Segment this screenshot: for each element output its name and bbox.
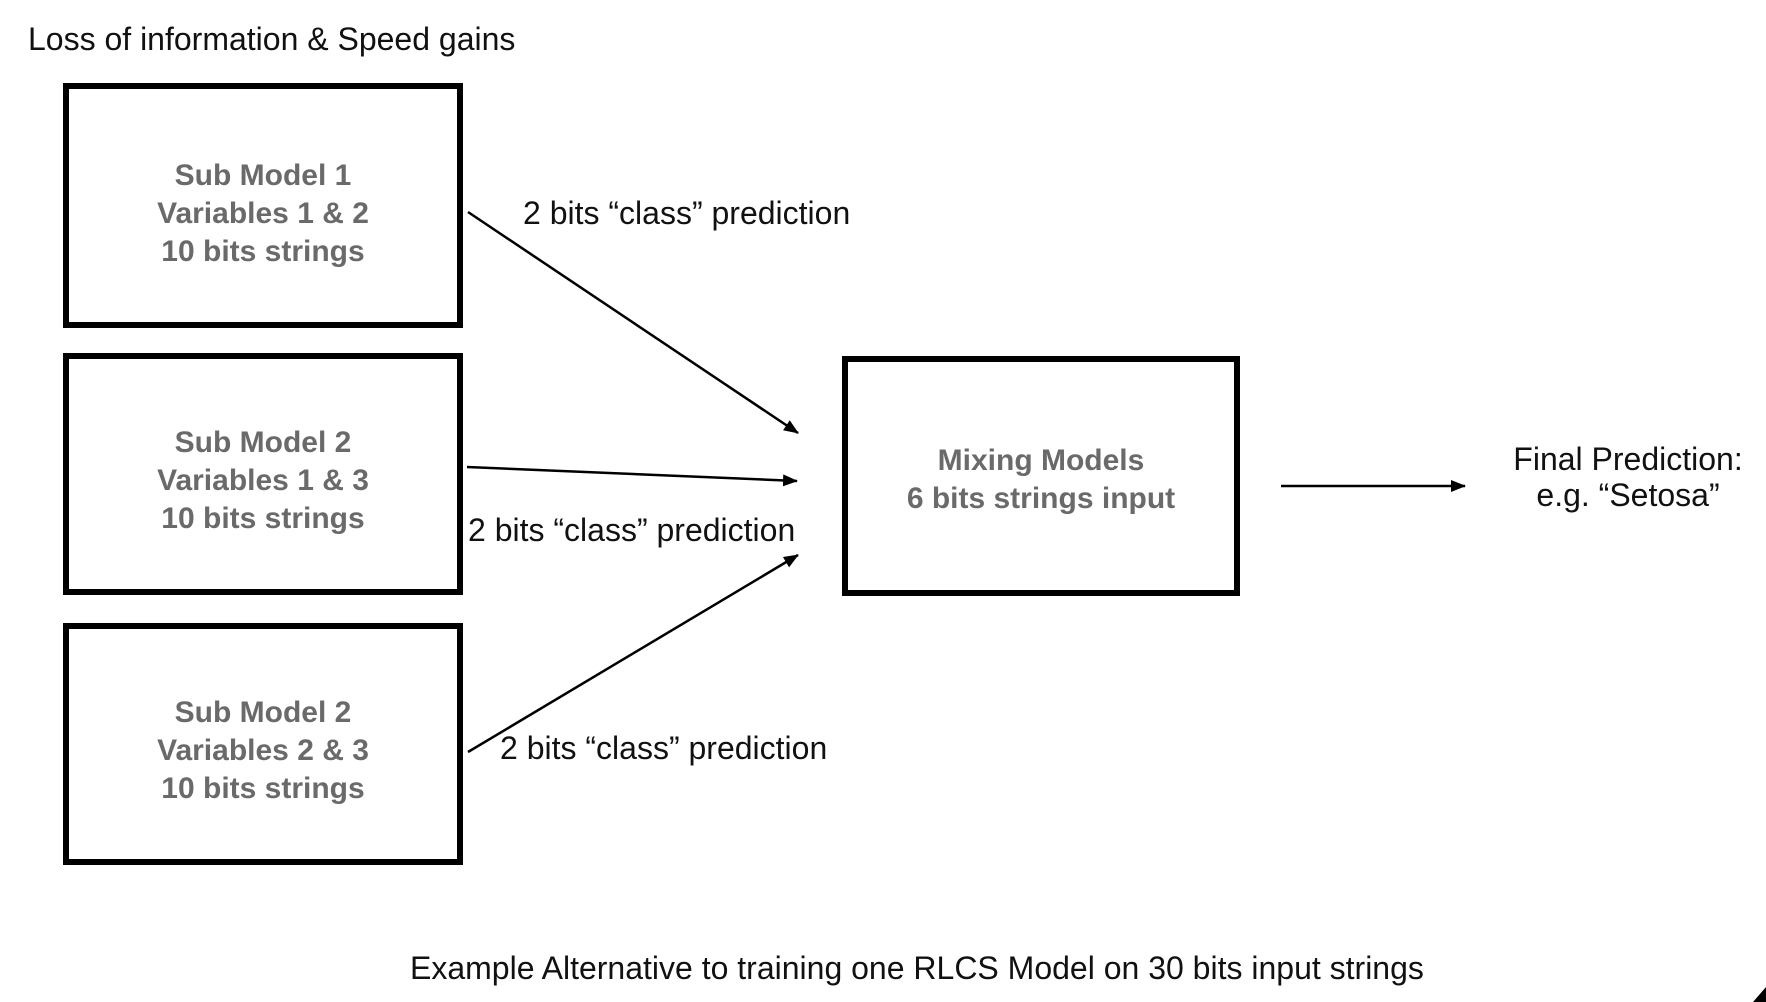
box-sub-model-2-line-1: Sub Model 2 [174,426,352,459]
box-sub-model-3-line-2: Variables 2 & 3 [157,734,369,767]
box-sub-model-3-line-1: Sub Model 2 [174,696,352,729]
box-mixing-models-line-2: 6 bits strings input [906,482,1176,515]
arrow-label-bottom: 2 bits “class” prediction [500,730,828,766]
box-sub-model-1: Sub Model 1 Variables 1 & 2 10 bits stri… [63,83,463,328]
arrow-submodel1-to-mixing [467,210,799,435]
final-prediction-line-1: Final Prediction: [1513,441,1743,477]
mouse-cursor-icon [1753,987,1766,1002]
box-sub-model-1-line-3: 10 bits strings [161,234,365,268]
box-sub-model-2: Sub Model 2 Variables 1 & 3 10 bits stri… [63,353,463,595]
arrow-label-middle: 2 bits “class” prediction [468,512,796,548]
arrow-label-top: 2 bits “class” prediction [523,195,851,231]
box-sub-model-1-line-1: Sub Model 1 [174,158,352,192]
final-prediction-text: Final Prediction: e.g. “Setosa” [1478,441,1766,513]
slide-caption: Example Alternative to training one RLCS… [410,950,1424,986]
box-sub-model-3-line-3: 10 bits strings [161,772,365,805]
box-sub-model-2-line-3: 10 bits strings [161,502,365,535]
arrow-submodel2-to-mixing [466,465,798,487]
final-prediction-line-2: e.g. “Setosa” [1536,477,1720,513]
box-sub-model-3: Sub Model 2 Variables 2 & 3 10 bits stri… [63,623,463,865]
box-mixing-models: Mixing Models 6 bits strings input [842,356,1240,596]
box-sub-model-2-line-2: Variables 1 & 3 [157,464,369,497]
arrow-submodel3-to-mixing [467,553,799,754]
slide-title: Loss of information & Speed gains [28,21,516,57]
box-mixing-models-line-1: Mixing Models [937,444,1145,477]
box-sub-model-1-line-2: Variables 1 & 2 [157,196,369,230]
